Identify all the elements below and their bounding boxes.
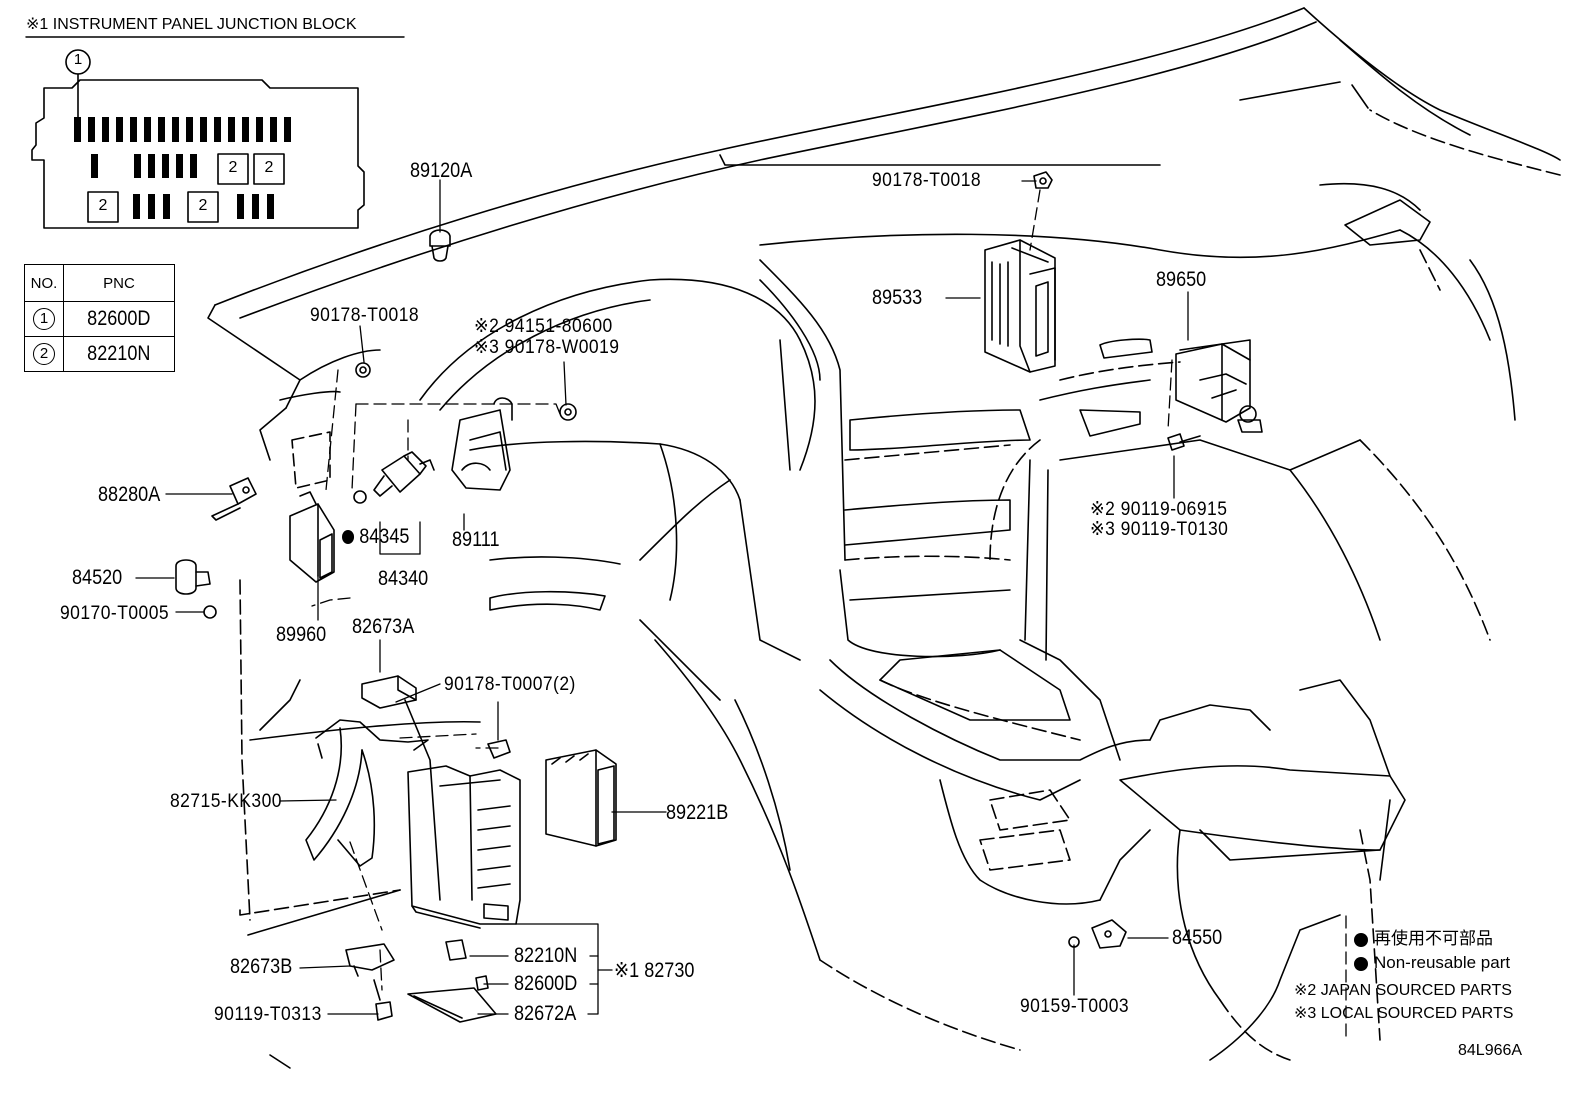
legend-non-reusable: Non-reusable part [1354, 954, 1510, 971]
label-90178-W0019: ※3 90178-W0019 [474, 337, 620, 358]
label-84345-text: 84345 [359, 525, 410, 548]
part-82673A-bracket [361, 675, 417, 709]
label-82672A: 82672A [514, 1002, 577, 1025]
label-90170-T0005: 90170-T0005 [60, 603, 170, 624]
part-89960-ecu [289, 491, 335, 583]
label-94151-80600: ※2 94151-80600 [474, 316, 613, 337]
junction-block-relay-boxes [87, 153, 285, 223]
part-89120A-clip [429, 229, 451, 262]
part-84550-bracket [1091, 919, 1127, 949]
label-89111: 89111 [452, 528, 500, 551]
label-90178-T0018-left: 90178-T0018 [310, 305, 420, 326]
junction-block-fuse-slots [74, 117, 291, 219]
legend-japanese: 再使用不可部品 [1354, 930, 1493, 947]
figure-id: 84L966A [1458, 1042, 1523, 1059]
label-88280A: 88280A [98, 483, 161, 506]
label-89120A: 89120A [410, 159, 473, 182]
label-90119-T0130: ※3 90119-T0130 [1090, 519, 1229, 540]
callout-2-c: 2 [98, 197, 108, 214]
pnc-header-no: NO. [24, 264, 64, 302]
label-90159-T0003: 90159-T0003 [1020, 996, 1130, 1017]
part-82715-KK300-bracket [305, 719, 429, 867]
label-82730: ※1 82730 [614, 959, 695, 982]
part-89221B-ecu [545, 749, 617, 847]
pnc-row-1-pnc: 82600D [87, 307, 151, 330]
label-90178-T0018-top: 90178-T0018 [872, 170, 982, 191]
legend-note-3: ※3 LOCAL SOURCED PARTS [1294, 1005, 1514, 1022]
part-90178-T0018-nut-left [355, 362, 371, 378]
label-90119-06915: ※2 90119-06915 [1090, 499, 1228, 520]
non-reusable-dot-icon [342, 530, 355, 545]
label-84550: 84550 [1172, 926, 1223, 949]
callout-2-a: 2 [228, 159, 238, 176]
dashed-assembly-lines [311, 189, 1347, 1041]
part-89650-module [1175, 343, 1263, 433]
part-88280A-sensor [211, 477, 257, 521]
legend-dot-icon-2 [1354, 956, 1368, 971]
label-84345: 84345 [342, 526, 409, 547]
legend-note-2: ※2 JAPAN SOURCED PARTS [1294, 982, 1512, 999]
pnc-row-1-no: 1 [33, 308, 55, 330]
label-82600D: 82600D [514, 972, 578, 995]
part-82600D-fuse [475, 975, 489, 991]
part-82673B-bracket [345, 943, 395, 977]
leader-lines [135, 179, 1189, 1015]
part-89533-module [984, 239, 1056, 373]
callout-2-d: 2 [198, 197, 208, 214]
instrument-panel-outline [207, 7, 1561, 1069]
pnc-row-2-no: 2 [33, 343, 55, 365]
label-84340: 84340 [378, 567, 429, 590]
part-84345-screw [353, 490, 367, 504]
junction-block-title: ※1 INSTRUMENT PANEL JUNCTION BLOCK [26, 16, 357, 33]
part-82730-junction-block [407, 765, 521, 929]
label-84520: 84520 [72, 566, 123, 589]
label-89533: 89533 [872, 286, 923, 309]
legend-dot-icon-1 [1354, 932, 1368, 947]
part-90178-T0007-nut [487, 739, 511, 759]
junction-block-outline [25, 36, 405, 229]
part-90159-T0003-screw [1068, 936, 1080, 948]
legend-non-reusable-text: Non-reusable part [1374, 953, 1511, 972]
label-82210N: 82210N [514, 944, 578, 967]
label-89221B: 89221B [666, 801, 729, 824]
label-82673B: 82673B [230, 955, 293, 978]
part-90178-T0018-nut-top [1033, 171, 1053, 189]
part-82210N-relay [445, 939, 467, 961]
label-89650: 89650 [1156, 268, 1207, 291]
callout-1: 1 [73, 51, 83, 68]
pnc-row-2-pnc: 82210N [87, 342, 151, 365]
part-84520-switch [175, 559, 211, 595]
label-90119-T0313: 90119-T0313 [214, 1004, 322, 1025]
pnc-table: NO. PNC 1 82600D 2 82210N [24, 264, 175, 372]
part-89111-bracket [451, 397, 513, 491]
label-89960: 89960 [276, 623, 327, 646]
pnc-header-pnc: PNC [63, 264, 175, 302]
callout-2-b: 2 [264, 159, 274, 176]
label-82715-KK300: 82715-KK300 [170, 791, 282, 812]
label-82673A: 82673A [352, 615, 415, 638]
part-90170-nut [203, 605, 217, 619]
part-82672A-cover [407, 987, 497, 1023]
part-90119-T0313-bolt [373, 979, 393, 1021]
part-90119-bolt-right [1167, 433, 1201, 451]
part-84340-switch [373, 451, 435, 497]
part-90178-W0019-nut [559, 403, 577, 421]
label-90178-T0007: 90178-T0007(2) [444, 674, 576, 695]
legend-japanese-text: 再使用不可部品 [1374, 929, 1493, 948]
